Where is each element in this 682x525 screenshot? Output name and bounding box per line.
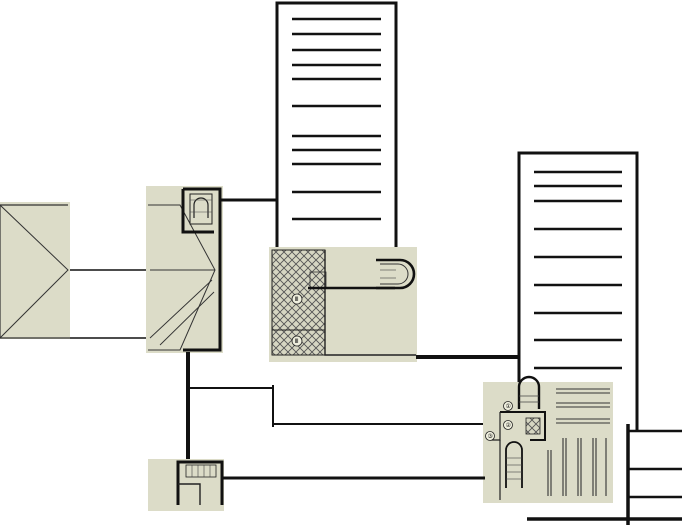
stair-tower-fragment <box>146 186 223 353</box>
ground-floor-fragment: Ⅲ Ⅲ <box>269 247 417 362</box>
room-tag: Ⅲ <box>295 296 299 303</box>
room-tag: ① <box>506 403 511 410</box>
room-tag: ③ <box>488 433 493 440</box>
roof-plan-fragment <box>0 202 70 339</box>
floor-stack-right <box>517 151 639 430</box>
room-tag: Ⅲ <box>295 338 299 345</box>
small-stair-fragment <box>148 459 224 511</box>
floor-stack-left <box>275 1 398 250</box>
room-tag: ② <box>506 422 512 429</box>
ground-floor-detail-fragment: ① ② ③ <box>483 375 613 503</box>
